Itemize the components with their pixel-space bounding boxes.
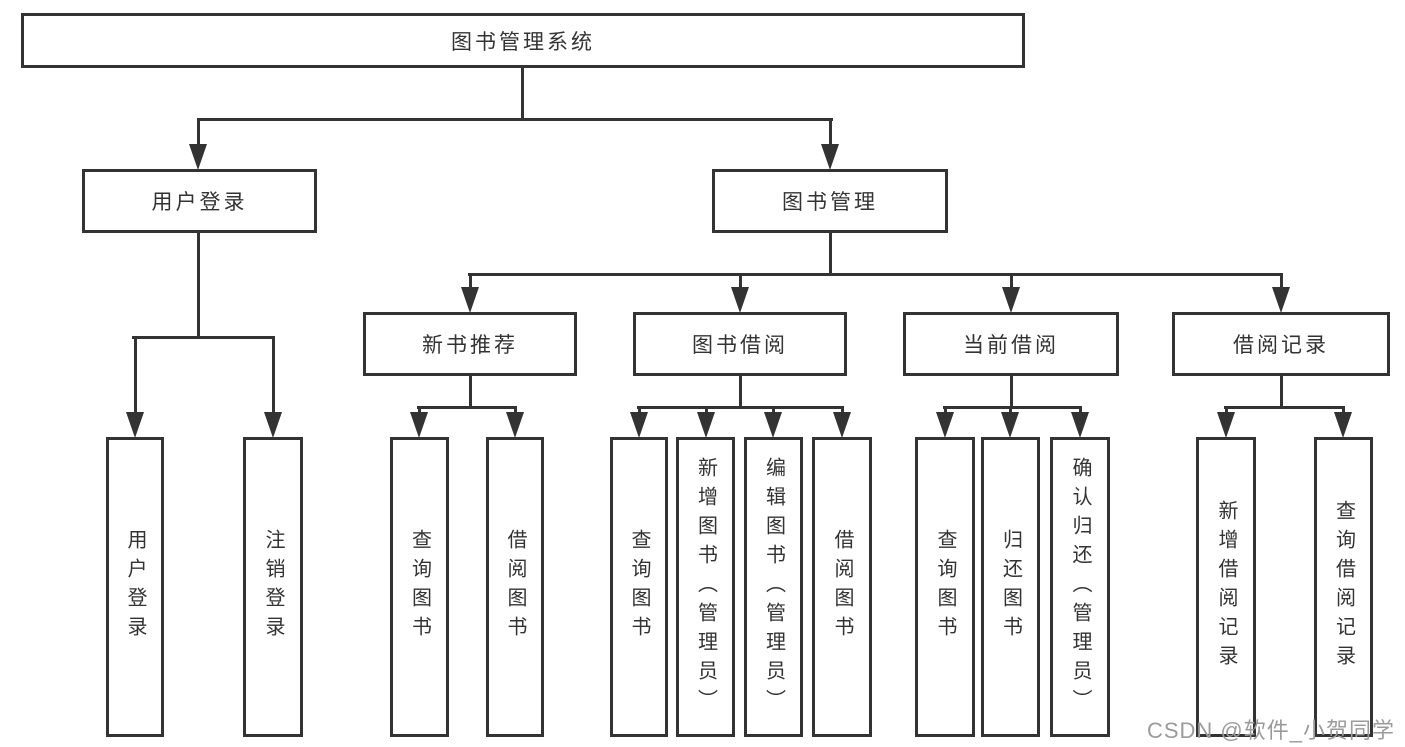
level2-bar-line — [197, 118, 833, 121]
leaf-drop-line — [638, 406, 641, 416]
leaf-drop-line — [841, 406, 844, 416]
arrow-down-icon — [126, 412, 144, 438]
book-management-stem-line — [829, 233, 832, 275]
node-user-login: 用户登录 — [82, 169, 317, 233]
arrow-down-icon — [697, 412, 715, 438]
leaf-records-query-record-label: 查询借阅记录 — [1332, 500, 1355, 674]
arrow-down-icon — [506, 412, 524, 438]
leaf-current-return-books-label: 归还图书 — [999, 529, 1022, 645]
leaf-drop-line — [944, 406, 947, 416]
leaf-current-query-books-label: 查询图书 — [934, 529, 956, 645]
arrow-down-icon — [821, 144, 839, 170]
leaf-borrow-borrow-books: 借阅图书 — [812, 437, 872, 737]
leaf-drop-line — [514, 406, 517, 416]
leaf-logout-label: 注销登录 — [262, 529, 284, 645]
leaf-borrow-edit-books-admin-label: 编辑图书（管理员） — [762, 456, 785, 718]
root-stem-line — [521, 67, 524, 120]
node-book-borrow: 图书借阅 — [633, 312, 847, 376]
node-book-management: 图书管理 — [712, 169, 948, 233]
borrow-records-stem-line — [1280, 376, 1283, 408]
node-root: 图书管理系统 — [21, 13, 1025, 68]
node-new-book-recommend: 新书推荐 — [363, 312, 577, 376]
book-borrow-bar-line — [637, 406, 844, 409]
leaf-user-login-label: 用户登录 — [124, 529, 146, 645]
user-login-stem-line — [197, 233, 200, 338]
level3-drop-line — [1010, 273, 1013, 290]
arrow-down-icon — [936, 412, 954, 438]
arrow-down-icon — [461, 287, 479, 313]
arrow-down-icon — [1071, 412, 1089, 438]
node-root-label: 图书管理系统 — [451, 30, 595, 54]
new-book-recommend-bar-line — [417, 406, 517, 409]
book-borrow-stem-line — [739, 376, 742, 408]
leaf-recommend-borrow-books: 借阅图书 — [486, 437, 544, 737]
leaf-drop-line — [1079, 406, 1082, 416]
current-borrow-bar-line — [943, 406, 1082, 409]
leaf-borrow-edit-books-admin: 编辑图书（管理员） — [744, 437, 803, 737]
leaf-logout: 注销登录 — [243, 437, 303, 737]
user-login-bar-line — [132, 336, 275, 339]
new-book-recommend-stem-line — [469, 376, 472, 408]
leaf-recommend-borrow-books-label: 借阅图书 — [504, 529, 526, 645]
leaf-borrow-add-books-admin-label: 新增图书（管理员） — [694, 456, 717, 718]
leaf-recommend-query-books-label: 查询图书 — [408, 529, 431, 645]
leaf-recommend-query-books: 查询图书 — [390, 437, 449, 737]
leaf-borrow-query-books: 查询图书 — [610, 437, 668, 737]
arrow-down-icon — [764, 412, 782, 438]
arrow-down-icon — [189, 144, 207, 170]
leaf-drop-line — [1009, 406, 1012, 416]
user-login-drop-line — [134, 336, 137, 416]
borrow-records-bar-line — [1224, 406, 1345, 409]
arrow-down-icon — [630, 412, 648, 438]
leaf-drop-line — [1225, 406, 1228, 416]
node-new-book-recommend-label: 新书推荐 — [422, 334, 518, 357]
node-user-login-label: 用户登录 — [151, 191, 248, 214]
node-current-borrow: 当前借阅 — [903, 312, 1119, 376]
node-book-borrow-label: 图书借阅 — [692, 334, 788, 357]
arrow-down-icon — [410, 412, 428, 438]
leaf-records-add-record-label: 新增借阅记录 — [1215, 500, 1237, 674]
arrow-down-icon — [833, 412, 851, 438]
node-borrow-records-label: 借阅记录 — [1233, 334, 1329, 357]
leaf-borrow-add-books-admin: 新增图书（管理员） — [676, 437, 735, 737]
leaf-current-confirm-return-admin: 确认归还（管理员） — [1050, 437, 1110, 737]
leaf-drop-line — [418, 406, 421, 416]
user-login-drop-line — [272, 336, 275, 416]
leaf-borrow-query-books-label: 查询图书 — [628, 529, 650, 645]
leaf-current-return-books: 归还图书 — [981, 437, 1040, 737]
csdn-watermark: CSDN @软件_小贺同学 — [1146, 718, 1395, 743]
level3-bar-line — [468, 273, 1283, 276]
node-borrow-records: 借阅记录 — [1172, 312, 1390, 376]
arrow-down-icon — [1002, 287, 1020, 313]
arrow-down-icon — [731, 287, 749, 313]
leaf-current-query-books: 查询图书 — [915, 437, 975, 737]
leaf-drop-line — [705, 406, 708, 416]
leaf-drop-line — [1342, 406, 1345, 416]
level3-drop-line — [1280, 273, 1283, 290]
arrow-down-icon — [1272, 287, 1290, 313]
leaf-drop-line — [772, 406, 775, 416]
leaf-user-login: 用户登录 — [106, 437, 164, 737]
leaf-records-add-record: 新增借阅记录 — [1196, 437, 1256, 737]
arrow-down-icon — [1334, 412, 1352, 438]
arrow-down-icon — [1217, 412, 1235, 438]
leaf-records-query-record: 查询借阅记录 — [1314, 437, 1373, 737]
node-book-management-label: 图书管理 — [782, 191, 878, 214]
level2-drop-line — [829, 118, 832, 146]
level2-drop-line — [197, 118, 200, 146]
level3-drop-line — [469, 273, 472, 290]
level3-drop-line — [739, 273, 742, 290]
node-current-borrow-label: 当前借阅 — [963, 334, 1059, 357]
arrow-down-icon — [264, 412, 282, 438]
arrow-down-icon — [1001, 412, 1019, 438]
leaf-borrow-borrow-books-label: 借阅图书 — [831, 529, 853, 645]
leaf-current-confirm-return-admin-label: 确认归还（管理员） — [1069, 456, 1091, 718]
current-borrow-stem-line — [1010, 376, 1013, 408]
